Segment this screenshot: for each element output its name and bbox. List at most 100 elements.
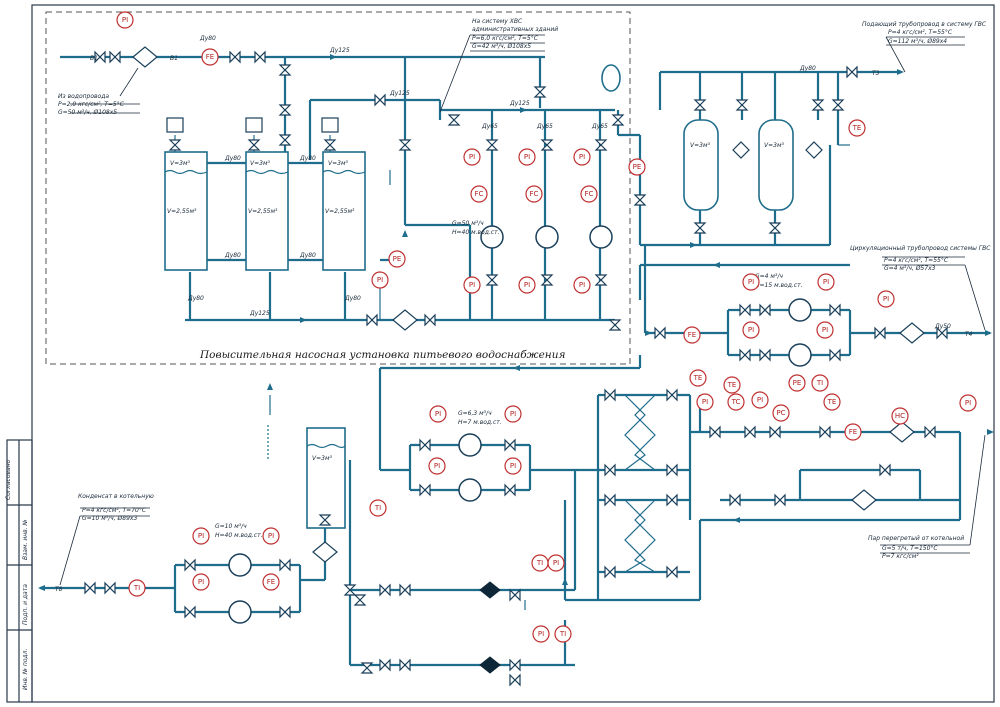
instrument-tag: TE bbox=[727, 381, 737, 389]
svg-text:G=112 м³/ч, Ø89х4: G=112 м³/ч, Ø89х4 bbox=[888, 38, 947, 45]
valve-icon bbox=[594, 274, 608, 286]
valve-icon bbox=[379, 583, 391, 597]
valve-icon bbox=[874, 326, 886, 340]
valve-icon bbox=[846, 65, 858, 79]
instrument-tag: PI bbox=[702, 398, 708, 406]
instrument-fc-icon: FC bbox=[525, 185, 543, 203]
instrument-tag: PI bbox=[524, 153, 530, 161]
instrument-tag: FC bbox=[585, 190, 594, 198]
instrument-tag: TI bbox=[374, 504, 381, 512]
instrument-pi-icon: PI bbox=[959, 394, 977, 412]
instrument-pi-icon: PI bbox=[817, 273, 835, 291]
trap-icon bbox=[479, 656, 501, 674]
tank-3-volume: V=3м³ bbox=[328, 160, 348, 167]
instrument-pi-icon: PI bbox=[696, 393, 714, 411]
valve-icon bbox=[109, 50, 121, 64]
instrument-pi-icon: PI bbox=[463, 276, 481, 294]
svg-text:P=4 кгс/см², Т=70°С: P=4 кгс/см², Т=70°С bbox=[82, 507, 147, 514]
instrument-tag: PI bbox=[538, 630, 544, 638]
pipe-label: Ду125 bbox=[329, 47, 350, 54]
instrument-tag: PE bbox=[793, 379, 802, 387]
valve-icon bbox=[374, 93, 386, 107]
pipe-label: Ду80 bbox=[199, 35, 216, 42]
instrument-tag: TI bbox=[133, 584, 140, 592]
instrument-pc-icon: PC bbox=[772, 404, 790, 422]
valve-icon bbox=[278, 104, 292, 116]
instrument-pi-icon: PI bbox=[504, 457, 522, 475]
svg-text:Конденсат в котельную: Конденсат в котельную bbox=[78, 493, 154, 500]
pump-icon bbox=[458, 433, 482, 457]
note-water-in: Из водопровода P=2,0 кгс/см², T=5°С G=50… bbox=[58, 67, 140, 116]
valve-icon bbox=[729, 493, 741, 507]
flow-arrows bbox=[38, 54, 994, 591]
filter-icon bbox=[851, 489, 877, 511]
pipe-label: Ду80 bbox=[299, 252, 316, 259]
valve-icon bbox=[279, 558, 291, 572]
station-title: Повысительная насосная установка питьево… bbox=[199, 349, 565, 361]
line-tag: В1 bbox=[170, 55, 178, 62]
instrument-tag: PI bbox=[198, 578, 204, 586]
valve-icon bbox=[278, 64, 292, 76]
valve-icon bbox=[360, 662, 374, 674]
valve-icon bbox=[84, 581, 96, 595]
trap-icon bbox=[479, 581, 501, 599]
valve-icon bbox=[485, 274, 499, 286]
valve-icon bbox=[399, 658, 411, 672]
valve-icon bbox=[654, 326, 666, 340]
filter-icon bbox=[132, 46, 158, 68]
instrument-tag: PI bbox=[823, 278, 829, 286]
line-tag: Т3 bbox=[872, 70, 880, 77]
valve-icon bbox=[540, 139, 554, 151]
mid-pump-head: H=7 м.вод.ст. bbox=[458, 419, 502, 426]
instrument-te-icon: TE bbox=[848, 119, 866, 137]
stamp-cell-2: Подп. и дата bbox=[22, 584, 29, 625]
valve-icon bbox=[366, 313, 378, 327]
instrument-pe-icon: PE bbox=[628, 158, 646, 176]
tank-1-capacity: V=2,55м³ bbox=[167, 208, 197, 215]
valve-icon bbox=[604, 388, 616, 402]
instrument-tag: PI bbox=[510, 410, 516, 418]
valve-icon bbox=[735, 99, 749, 111]
note-steam: Пар перегретый от котельной G=5 т/ч, T=1… bbox=[868, 434, 986, 560]
instrument-tag: PI bbox=[122, 16, 128, 24]
instrument-tag: PI bbox=[965, 399, 971, 407]
instrument-ti-icon: TI bbox=[128, 579, 146, 597]
instrument-pi-icon: PI bbox=[116, 11, 134, 29]
valve-icon bbox=[666, 388, 678, 402]
instrument-tag: PI bbox=[435, 410, 441, 418]
instrument-tag: FE bbox=[267, 578, 275, 586]
valve-icon bbox=[879, 463, 891, 477]
valve-icon bbox=[447, 114, 461, 126]
instrument-ti-icon: TI bbox=[811, 374, 829, 392]
instrument-tag: TI bbox=[536, 559, 543, 567]
valve-icon bbox=[611, 114, 625, 126]
valve-icon bbox=[247, 139, 261, 151]
pipe-label: Ду80 bbox=[344, 295, 361, 302]
pump-icon bbox=[228, 600, 252, 624]
instrument-pi-icon: PI bbox=[192, 527, 210, 545]
instrument-pi-icon: PI bbox=[816, 321, 834, 339]
instrument-pi-icon: PI bbox=[573, 276, 591, 294]
stamp-cell-4: Согласовано bbox=[5, 459, 12, 500]
condensate-tank bbox=[306, 427, 346, 529]
valve-icon bbox=[633, 194, 647, 206]
instrument-hc-icon: HC bbox=[891, 407, 909, 425]
valve-icon bbox=[540, 274, 554, 286]
valve-icon bbox=[769, 425, 781, 439]
instrument-tag: TE bbox=[852, 124, 862, 132]
pipe-label: Ду65 bbox=[536, 123, 553, 130]
instrument-tag: PI bbox=[469, 281, 475, 289]
instrument-tag: PI bbox=[883, 295, 889, 303]
valve-icon bbox=[608, 319, 622, 331]
pipe-label: Ду80 bbox=[224, 155, 241, 162]
valve-icon bbox=[485, 139, 499, 151]
instrument-tag: TE bbox=[827, 398, 837, 406]
stamp-cell-3: Взам. инв. № bbox=[22, 519, 29, 560]
gvs-pump-flow: G=4 м³/ч bbox=[755, 273, 783, 280]
instrument-pi-icon: PI bbox=[751, 391, 769, 409]
mid-pump-flow: G=6,3 м³/ч bbox=[458, 410, 492, 417]
instrument-tag: FE bbox=[206, 53, 214, 61]
instrument-fc-icon: FC bbox=[580, 185, 598, 203]
svg-text:G=42 м³/ч, Ø108х5: G=42 м³/ч, Ø108х5 bbox=[472, 43, 531, 50]
